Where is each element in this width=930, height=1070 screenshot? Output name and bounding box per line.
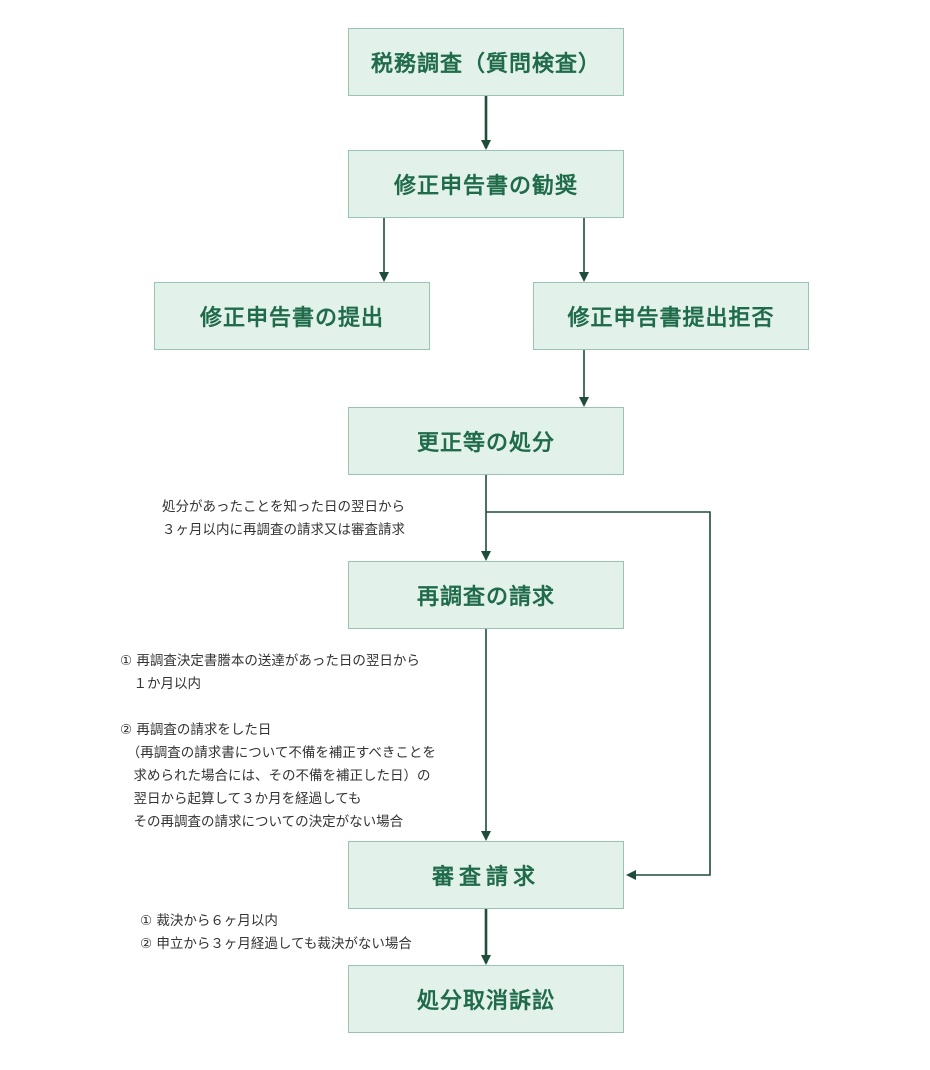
after-disposition-note: 処分があったことを知った日の翌日から ３ヶ月以内に再調査の請求又は審査請求 [162,496,405,542]
tax-investigation-box: 税務調査（質問検査） [348,28,624,96]
note-line: その再調査の請求についての決定がない場合 [120,814,404,830]
after-reinvestigation-note: ① 再調査決定書謄本の送達があった日の翌日から １か月以内 ② 再調査の請求をし… [120,650,436,834]
examination-request-box: 審査請求 [348,841,624,909]
revocation-lawsuit-label: 処分取消訴訟 [416,989,555,1014]
note-line: 求められた場合には、その不備を補正した日）の [120,768,431,784]
note-line: ① 裁決から６ヶ月以内 [140,913,278,929]
note-line: １か月以内 [120,676,201,692]
correction-disposition-label: 更正等の処分 [416,431,555,456]
note-line: 処分があったことを知った日の翌日から [162,499,405,515]
note-line: ① 再調査決定書謄本の送達があった日の翌日から [120,653,420,669]
arrow-disposition-to-examination-bypass [486,511,711,880]
note-line: ３ヶ月以内に再調査の請求又は審査請求 [162,522,405,538]
submit-amended-return-box: 修正申告書の提出 [154,282,430,350]
submit-amended-return-label: 修正申告書の提出 [199,306,384,331]
note-spacer [120,696,436,719]
note-line: 翌日から起算して３か月を経過しても [120,791,362,807]
reinvestigation-request-label: 再調査の請求 [416,585,555,610]
recommend-amended-return-box: 修正申告書の勧奨 [348,150,624,218]
after-examination-note: ① 裁決から６ヶ月以内 ② 申立から３ヶ月経過しても裁決がない場合 [140,910,412,956]
note-line: ② 申立から３ヶ月経過しても裁決がない場合 [140,936,412,952]
tax-investigation-label: 税務調査（質問検査） [370,52,601,77]
recommend-amended-return-label: 修正申告書の勧奨 [393,174,578,199]
refuse-amended-return-box: 修正申告書提出拒否 [533,282,809,350]
note-line: ② 再調査の請求をした日 [120,722,272,738]
correction-disposition-box: 更正等の処分 [348,407,624,475]
revocation-lawsuit-box: 処分取消訴訟 [348,965,624,1033]
reinvestigation-request-box: 再調査の請求 [348,561,624,629]
refuse-amended-return-label: 修正申告書提出拒否 [567,306,775,331]
note-line: （再調査の請求書について不備を補正すべきことを [120,745,436,761]
examination-request-label: 審査請求 [431,865,540,890]
